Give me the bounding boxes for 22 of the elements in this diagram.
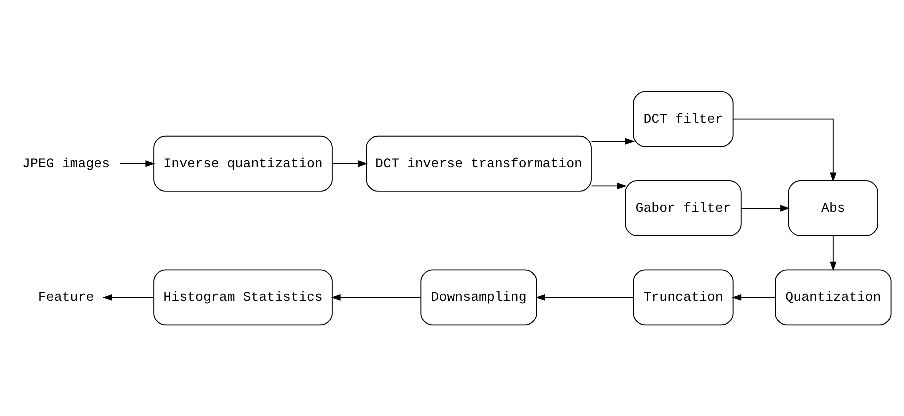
- node-box: Abs: [788, 180, 878, 236]
- arrow: [732, 294, 776, 301]
- arrow: [536, 294, 634, 301]
- node-text: Feature: [38, 290, 94, 305]
- node-box: Inverse quantization: [154, 135, 333, 192]
- arrow: [120, 160, 156, 167]
- arrow: [732, 118, 837, 182]
- node-box: Downsampling: [420, 269, 538, 326]
- arrow: [830, 235, 837, 271]
- node-box: Truncation: [633, 269, 734, 326]
- node-box: DCT inverse transformation: [366, 135, 592, 192]
- arrow: [591, 182, 627, 190]
- arrow: [331, 294, 422, 301]
- node-text: JPEG images: [22, 156, 110, 171]
- node-box: DCT filter: [633, 90, 734, 147]
- node-box: Histogram Statistics: [154, 269, 333, 326]
- node-box: Quantization: [775, 269, 892, 326]
- arrow: [332, 160, 368, 167]
- arrow: [102, 294, 154, 301]
- arrow: [591, 138, 635, 144]
- arrow: [741, 204, 790, 212]
- node-box: Gabor filter: [625, 180, 742, 236]
